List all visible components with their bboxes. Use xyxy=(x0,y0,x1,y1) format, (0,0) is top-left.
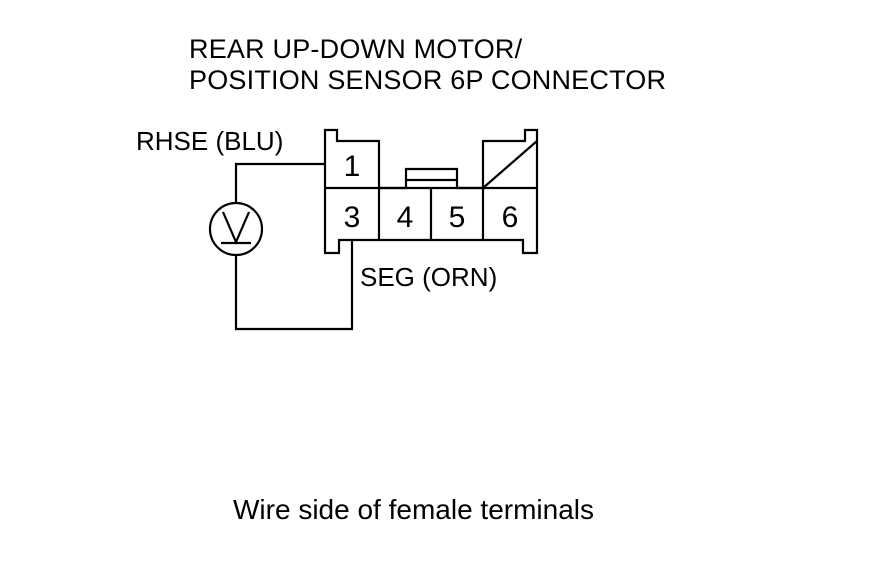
terminal-4: 4 xyxy=(397,201,414,234)
voltmeter-icon xyxy=(208,201,264,257)
rhse-wire xyxy=(234,162,325,202)
empty-cavity-mark xyxy=(482,140,538,189)
voltmeter-v-glyph xyxy=(221,211,251,245)
title-line-2: POSITION SENSOR 6P CONNECTOR xyxy=(189,65,667,95)
seg-wire-label: SEG (ORN) xyxy=(360,262,498,292)
diagram-title: REAR UP-DOWN MOTOR/ POSITION SENSOR 6P C… xyxy=(189,34,666,96)
terminal-1: 1 xyxy=(344,150,361,183)
terminal-3: 3 xyxy=(344,201,361,234)
terminal-6: 6 xyxy=(502,201,519,234)
rhse-wire-label: RHSE (BLU) xyxy=(136,126,284,156)
seg-wire xyxy=(234,240,354,331)
title-line-1: REAR UP-DOWN MOTOR/ xyxy=(189,34,523,64)
terminal-5: 5 xyxy=(449,201,466,234)
connector-outline xyxy=(323,128,539,255)
diagram-caption: Wire side of female terminals xyxy=(233,494,595,525)
